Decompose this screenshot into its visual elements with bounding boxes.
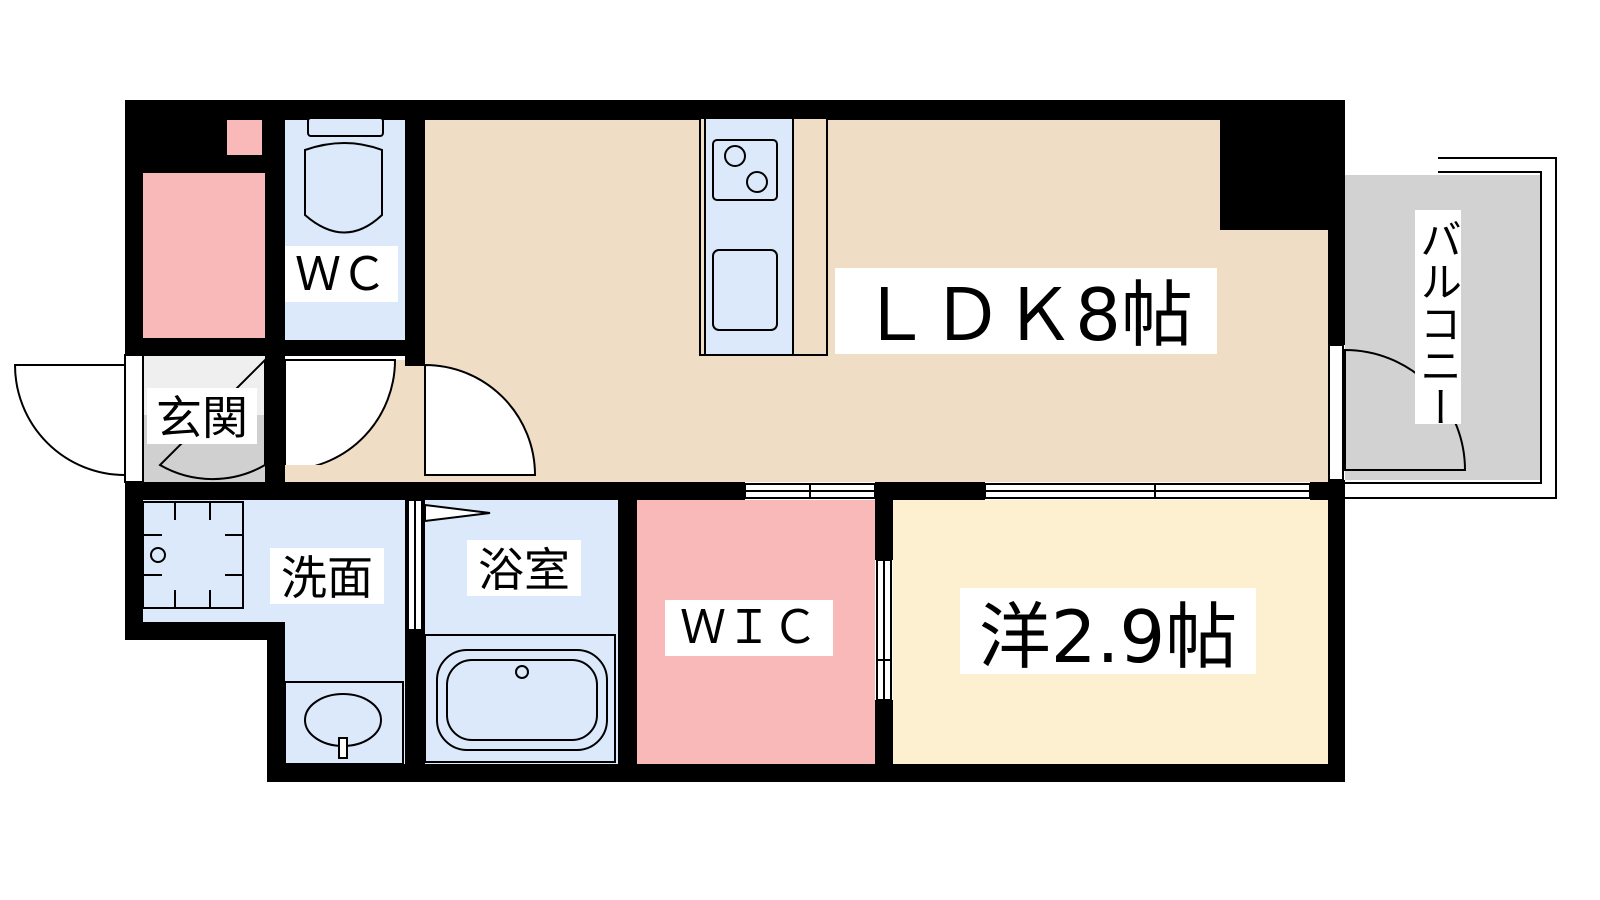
sliding-doors [407, 483, 1311, 701]
closet-floor [143, 173, 265, 338]
washroom-label: 洗面 [281, 551, 373, 605]
stove-burner-icon [724, 145, 746, 167]
outer-walls [125, 100, 1345, 782]
bathroom-door [424, 503, 491, 523]
kitchen-counter [699, 117, 828, 356]
balcony-railing [1345, 157, 1557, 499]
wc-label: ＷＣ [295, 247, 387, 301]
washbasin-icon [284, 681, 404, 765]
bathroom-label: 浴室 [478, 543, 570, 597]
balcony-label: バルコニー [1414, 218, 1463, 428]
stove-burner-icon [746, 171, 768, 193]
entrance-door [13, 364, 126, 477]
sink-icon [712, 249, 778, 331]
room-labels: ＬＤＫ8帖 洋2.9帖 ＷＩＣ ＷＣ 玄関 洗面 浴室 バルコニー [147, 210, 1463, 679]
ldk-label: ＬＤＫ8帖 [859, 273, 1193, 357]
bathtub-icon [424, 634, 616, 763]
entrance-label: 玄関 [156, 391, 248, 445]
washing-machine-icon [142, 501, 244, 609]
ldk-door [424, 363, 537, 476]
wic-label: ＷＩＣ [680, 600, 818, 654]
entrance-inner-door [158, 357, 266, 480]
swing-doors [13, 344, 1467, 523]
toilet-icon [304, 117, 384, 234]
western-room-label: 洋2.9帖 [979, 595, 1238, 679]
